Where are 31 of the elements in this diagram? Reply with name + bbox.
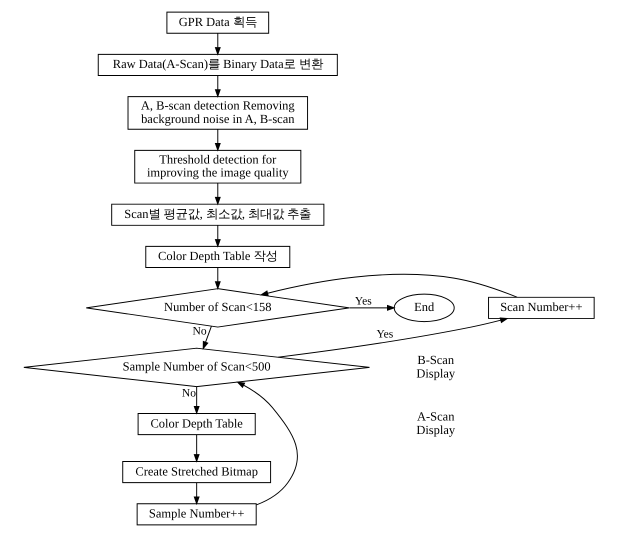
arrow [202, 326, 212, 350]
arrow [214, 182, 220, 206]
node-box: GPR Data 획득 [166, 12, 269, 34]
arrow [214, 75, 220, 98]
label: A-Scan Display [416, 410, 455, 438]
arrow [277, 317, 508, 358]
node-box: Color Depth Table [137, 413, 256, 436]
arrow [259, 274, 518, 298]
node-box: Color Depth Table 작성 [144, 246, 290, 268]
edge-label: Yes [354, 296, 372, 308]
node-box: Scan별 평균값, 최소값, 최대값 추출 [110, 204, 324, 226]
edge-label: No [192, 325, 206, 338]
node-box: Threshold detection for improving the image quality [134, 150, 301, 184]
node-box: Raw Data(A-Scan)를 Binary Data로 변환 [97, 54, 338, 76]
arrow [193, 434, 200, 463]
node-box: Create Stretched Bitmap [122, 461, 271, 484]
arrow [214, 32, 220, 56]
node-box: Scan Number++ [488, 296, 594, 319]
edge-label: No [181, 388, 196, 400]
arrow [214, 267, 220, 290]
node-box: Sample Number++ [136, 503, 256, 526]
edge-label: Yes [376, 328, 393, 341]
arrow [348, 304, 396, 311]
node-box: A, B-scan detection Removing background noise in A, B-scan [127, 96, 308, 130]
arrow [193, 386, 200, 415]
arrow [236, 382, 298, 506]
node-ellipse: End [393, 294, 454, 322]
arrow [193, 482, 200, 506]
arrow [214, 129, 220, 152]
label: B-Scan Display [416, 352, 455, 380]
arrow [214, 224, 220, 248]
